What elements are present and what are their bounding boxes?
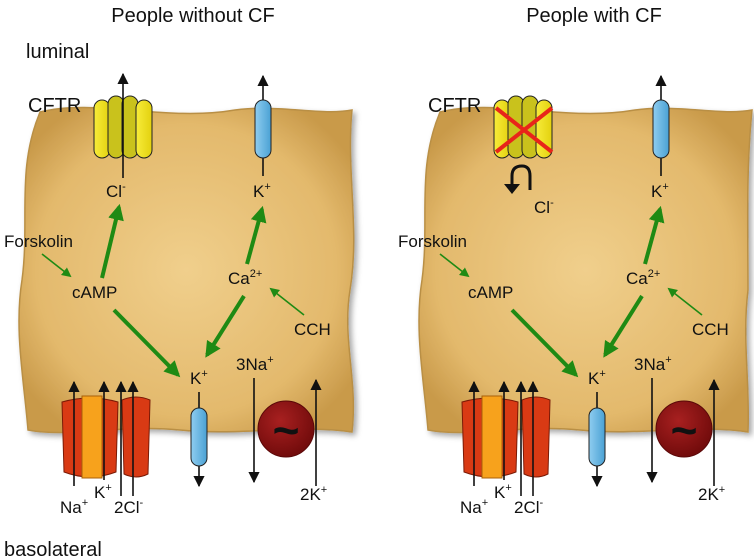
cftr-label: CFTR [428, 95, 481, 117]
cl-label: Cl- [106, 181, 126, 201]
k-mid-label: K+ [190, 368, 208, 388]
na-label: Na+ [60, 497, 88, 517]
basolateral-k-channel [190, 407, 208, 467]
cch-arrow [269, 287, 305, 316]
panel-title: People with CF [526, 5, 662, 27]
k-mid-label: K+ [588, 368, 606, 388]
basolateral-k-channel [588, 407, 606, 467]
na3-label: 3Na+ [634, 354, 672, 374]
k-bot-label: K+ [494, 482, 512, 502]
luminal-label: luminal [26, 41, 89, 63]
camp-label: cAMP [468, 283, 513, 302]
ca-label: Ca2+ [626, 268, 660, 288]
cl-label: Cl- [534, 197, 554, 217]
camp-to-k-arrow [112, 308, 181, 378]
cell-body [418, 106, 753, 434]
return-arrow-icon [510, 164, 532, 190]
camp-label: cAMP [72, 283, 117, 302]
forskolin-label: Forskolin [398, 232, 467, 251]
basolateral-label: basolateral [4, 539, 102, 560]
cell-body [18, 106, 355, 434]
k2-label: 2K+ [698, 484, 725, 504]
cftr-channel [93, 95, 153, 159]
cch-arrow [667, 287, 703, 316]
panel-with-cf: People with CF CFTR Cl- K+ Forskolin cAM… [398, 5, 753, 517]
k-top-label: K+ [253, 181, 271, 201]
k-top-label: K+ [651, 181, 669, 201]
camp-to-k-arrow [510, 308, 579, 378]
camp-to-cl-arrow [100, 203, 124, 279]
cch-label: CCH [692, 320, 729, 339]
pump-symbol: ~ [273, 404, 300, 456]
k-bot-label: K+ [94, 482, 112, 502]
pump-symbol: ~ [671, 404, 698, 456]
na-k-pump [257, 400, 315, 458]
cl2-label: 2Cl- [514, 497, 544, 517]
ca-to-k-mid-arrow [205, 294, 246, 358]
apical-k-channel [652, 99, 670, 159]
panel-without-cf: People without CF CFTR Cl- K+ Forskolin … [4, 5, 355, 517]
block-x-icon [494, 106, 554, 154]
na-k-pump [655, 400, 713, 458]
return-arrow-head [504, 184, 520, 194]
ca-to-k-mid-arrow [603, 294, 644, 358]
forskolin-label: Forskolin [4, 232, 73, 251]
ca-label: Ca2+ [228, 268, 262, 288]
nkcc-cotransporter [61, 395, 151, 479]
na3-label: 3Na+ [236, 354, 274, 374]
k2-label: 2K+ [300, 484, 327, 504]
cftr-label: CFTR [28, 95, 81, 117]
na-label: Na+ [460, 497, 488, 517]
forskolin-arrow [439, 253, 470, 278]
cch-label: CCH [294, 320, 331, 339]
ca-to-k-top-arrow [245, 205, 267, 265]
nkcc-cotransporter [461, 395, 551, 479]
ca-to-k-top-arrow [643, 205, 665, 265]
forskolin-arrow [41, 253, 72, 278]
cl2-label: 2Cl- [114, 497, 144, 517]
apical-k-channel [254, 99, 272, 159]
panel-title: People without CF [111, 5, 274, 27]
